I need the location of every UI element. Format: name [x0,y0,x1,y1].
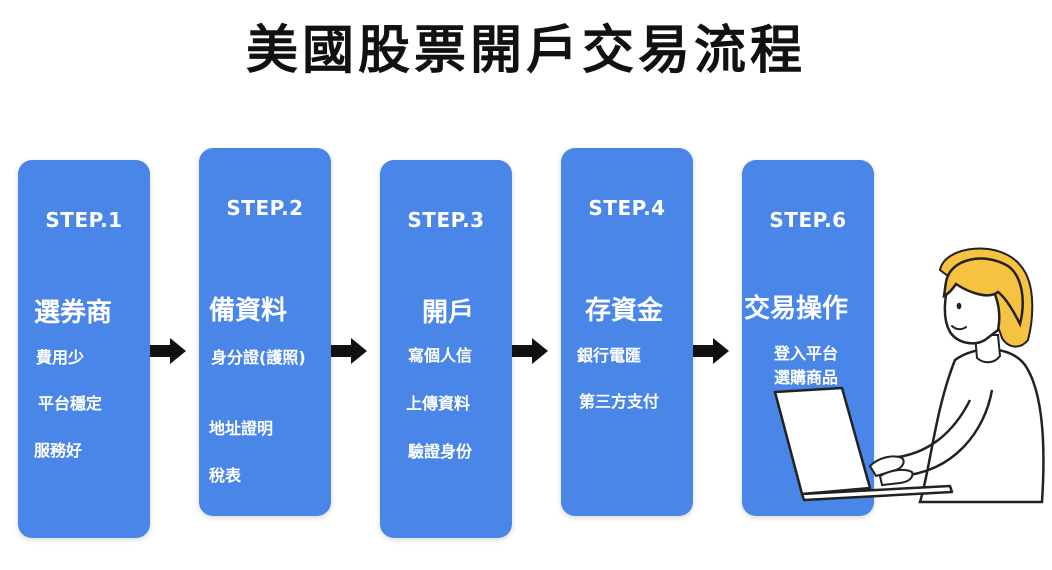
step-label: STEP.4 [588,196,666,220]
step-item: 銀行電匯 [577,346,642,365]
arrow-right-icon [693,338,729,364]
step-item: 服務好 [34,441,83,460]
step-item: 稅表 [209,466,242,485]
step-label: STEP.2 [226,196,304,220]
arrow-right-icon [512,338,548,364]
arrow-right-icon [331,338,367,364]
step-item: 選購商品 [774,368,839,387]
step-label: STEP.6 [769,208,847,232]
step-heading: 選券商 [34,298,113,328]
step-item: 平台穩定 [38,394,103,413]
step-heading: 存資金 [585,296,664,326]
step-card-2: STEP.2 備資料 身分證(護照) 地址證明 稅表 [199,148,331,516]
step-item: 上傳資料 [406,394,471,413]
step-item: 身分證(護照) [211,348,306,367]
step-item: 地址證明 [209,419,274,438]
step-heading: 交易操作 [744,294,849,324]
woman-using-laptop-icon [773,247,1045,504]
step-heading: 開戶 [422,298,475,328]
step-card-1: STEP.1 選券商 費用少 平台穩定 服務好 [18,160,150,538]
step-label: STEP.1 [45,208,123,232]
step-item: 登入平台 [774,344,839,363]
step-card-3: STEP.3 開戶 寫個人信 上傳資料 驗證身份 [380,160,512,538]
step-item: 費用少 [36,348,85,367]
page-title: 美國股票開戶交易流程 [245,21,806,81]
step-item: 第三方支付 [579,392,660,411]
step-heading: 備資料 [209,296,288,326]
step-label: STEP.3 [407,208,485,232]
step-item: 驗證身份 [408,442,473,461]
arrow-right-icon [150,338,186,364]
step-card-4: STEP.4 存資金 銀行電匯 第三方支付 [561,148,693,516]
step-item: 寫個人信 [408,346,473,365]
